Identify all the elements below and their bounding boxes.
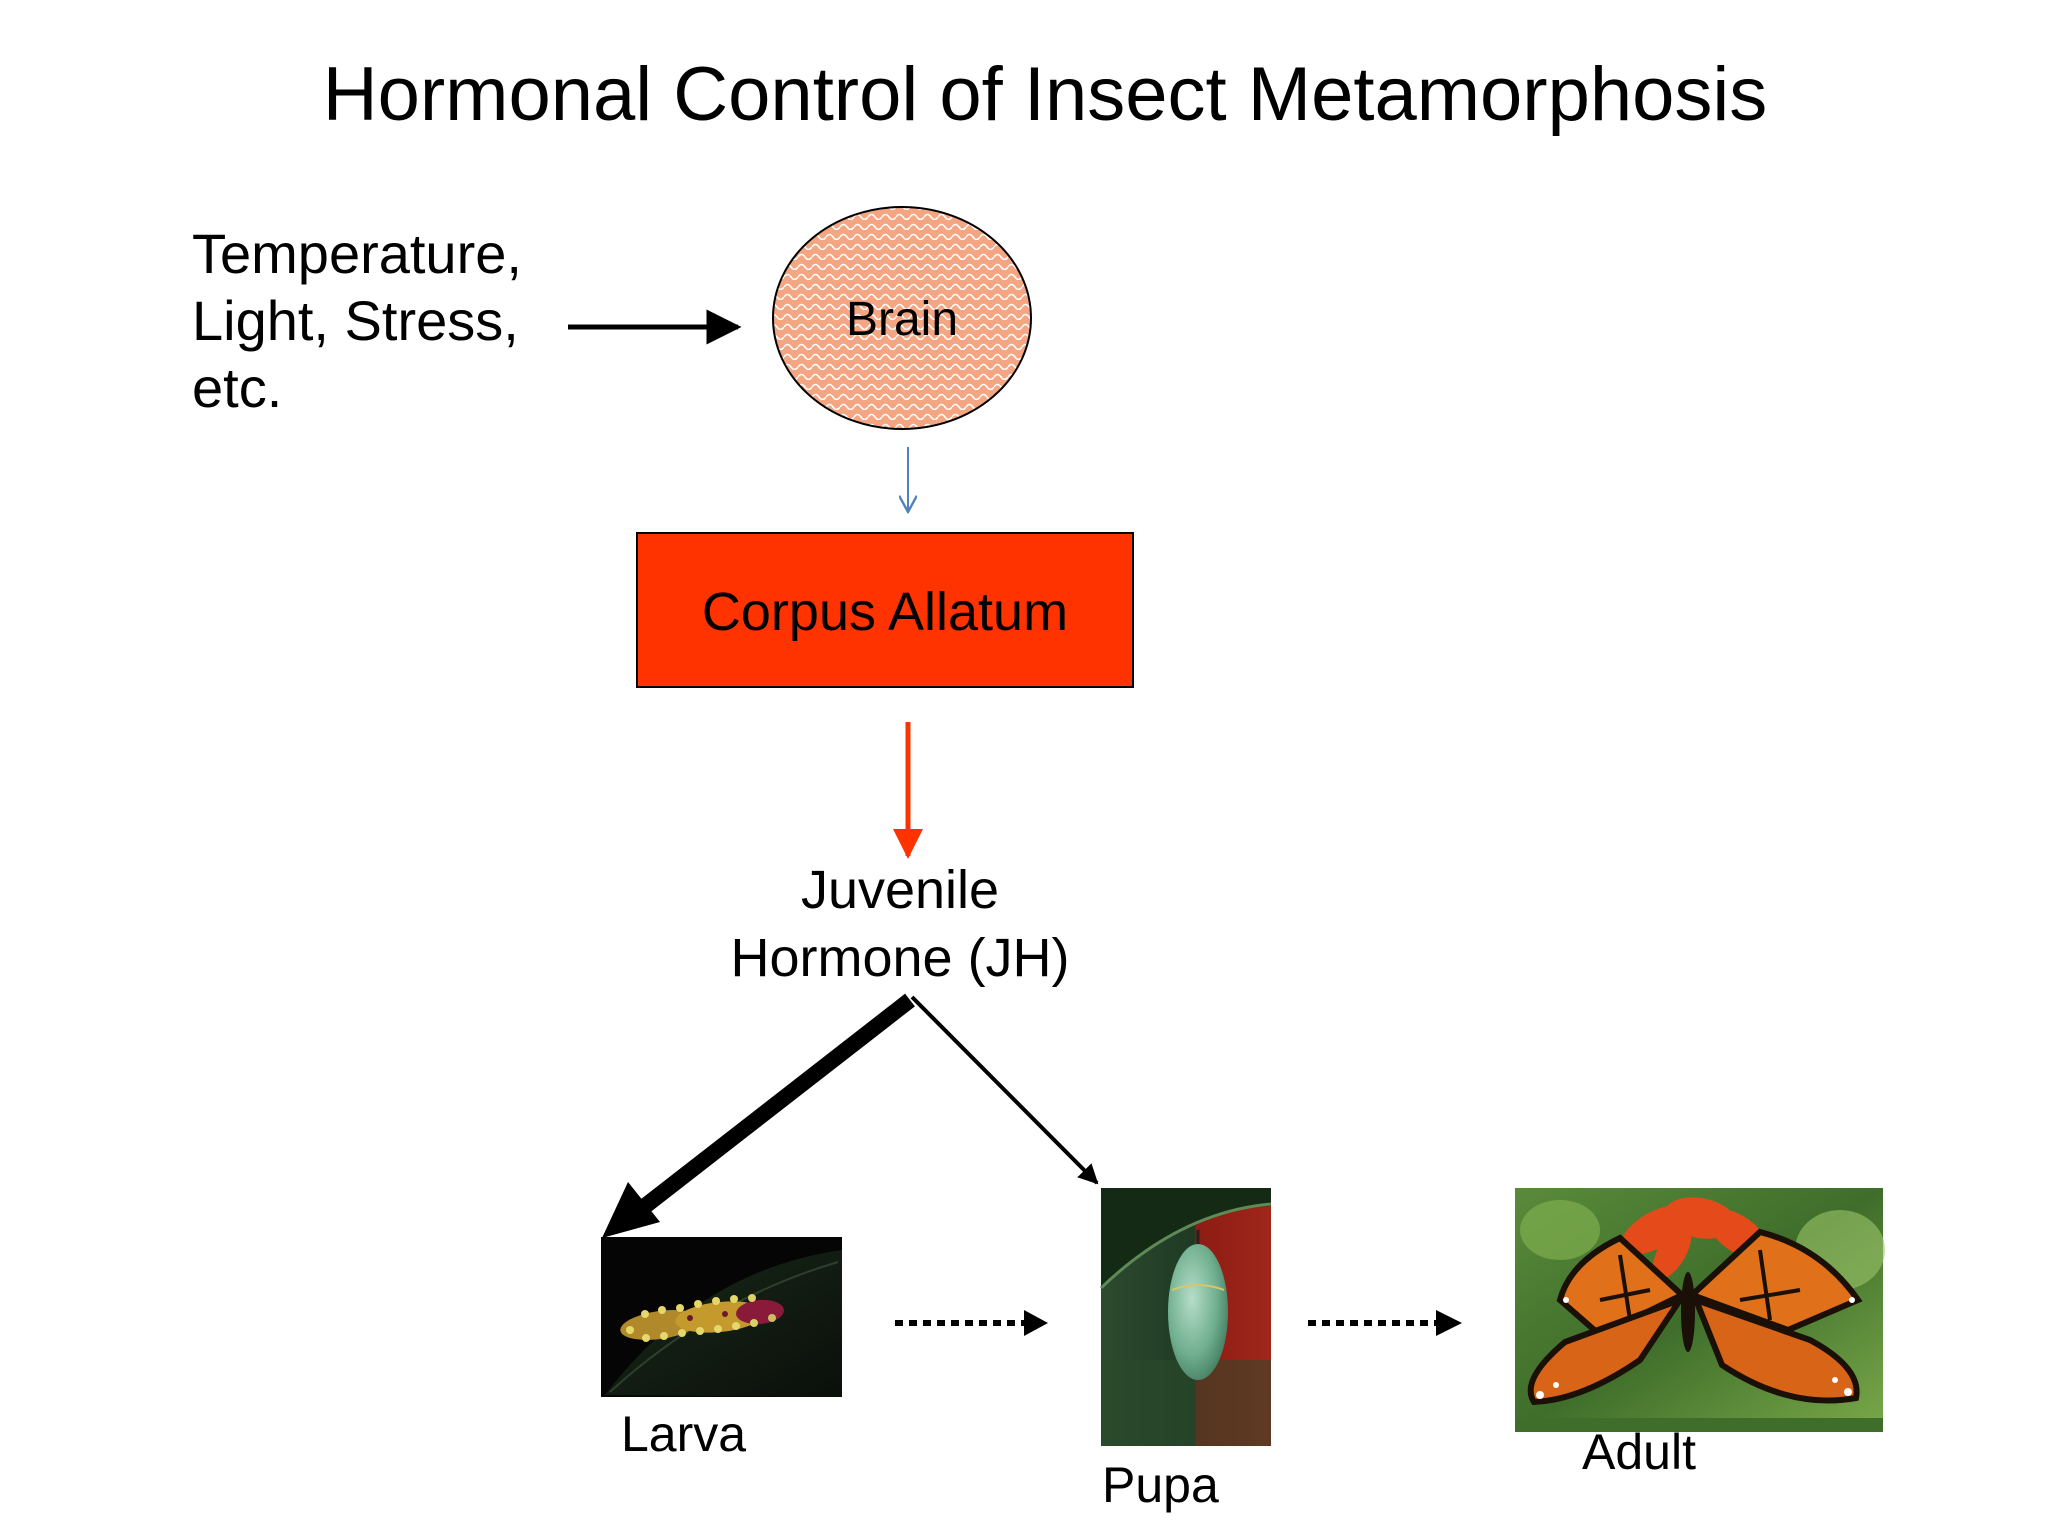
juvenile-hormone-label: Juvenile Hormone (JH) (660, 856, 1140, 992)
stimuli-line-2: Light, Stress, (192, 289, 519, 352)
corpus-allatum-node (636, 532, 1134, 688)
larva-picture (601, 1237, 842, 1397)
pupa-picture (1099, 1188, 1272, 1446)
jh-line-1: Juvenile (800, 860, 1000, 920)
pupa-label: Pupa (1102, 1457, 1219, 1513)
stimuli-line-1: Temperature, (192, 222, 522, 285)
jh-to-pupa-arrow (910, 995, 1099, 1185)
stimuli-text: Temperature, Light, Stress, etc. (192, 220, 592, 421)
brain-label: Brain (845, 293, 959, 346)
adult-picture (1515, 1188, 1885, 1432)
larva-to-pupa-arrow (895, 1310, 1048, 1336)
brain-node (772, 206, 1032, 430)
larva-label: Larva (621, 1406, 747, 1462)
jh-line-2: Hormone (JH) (730, 928, 1070, 988)
pupa-to-adult-arrow (1308, 1310, 1462, 1336)
jh-to-larva-arrow (602, 993, 915, 1238)
corpus-allatum-label: Corpus Allatum (701, 582, 1069, 642)
slide-title: Hormonal Control of Insect Metamorphosis (322, 52, 1768, 137)
stimuli-line-3: etc. (192, 356, 283, 419)
adult-label: Adult (1582, 1424, 1696, 1480)
